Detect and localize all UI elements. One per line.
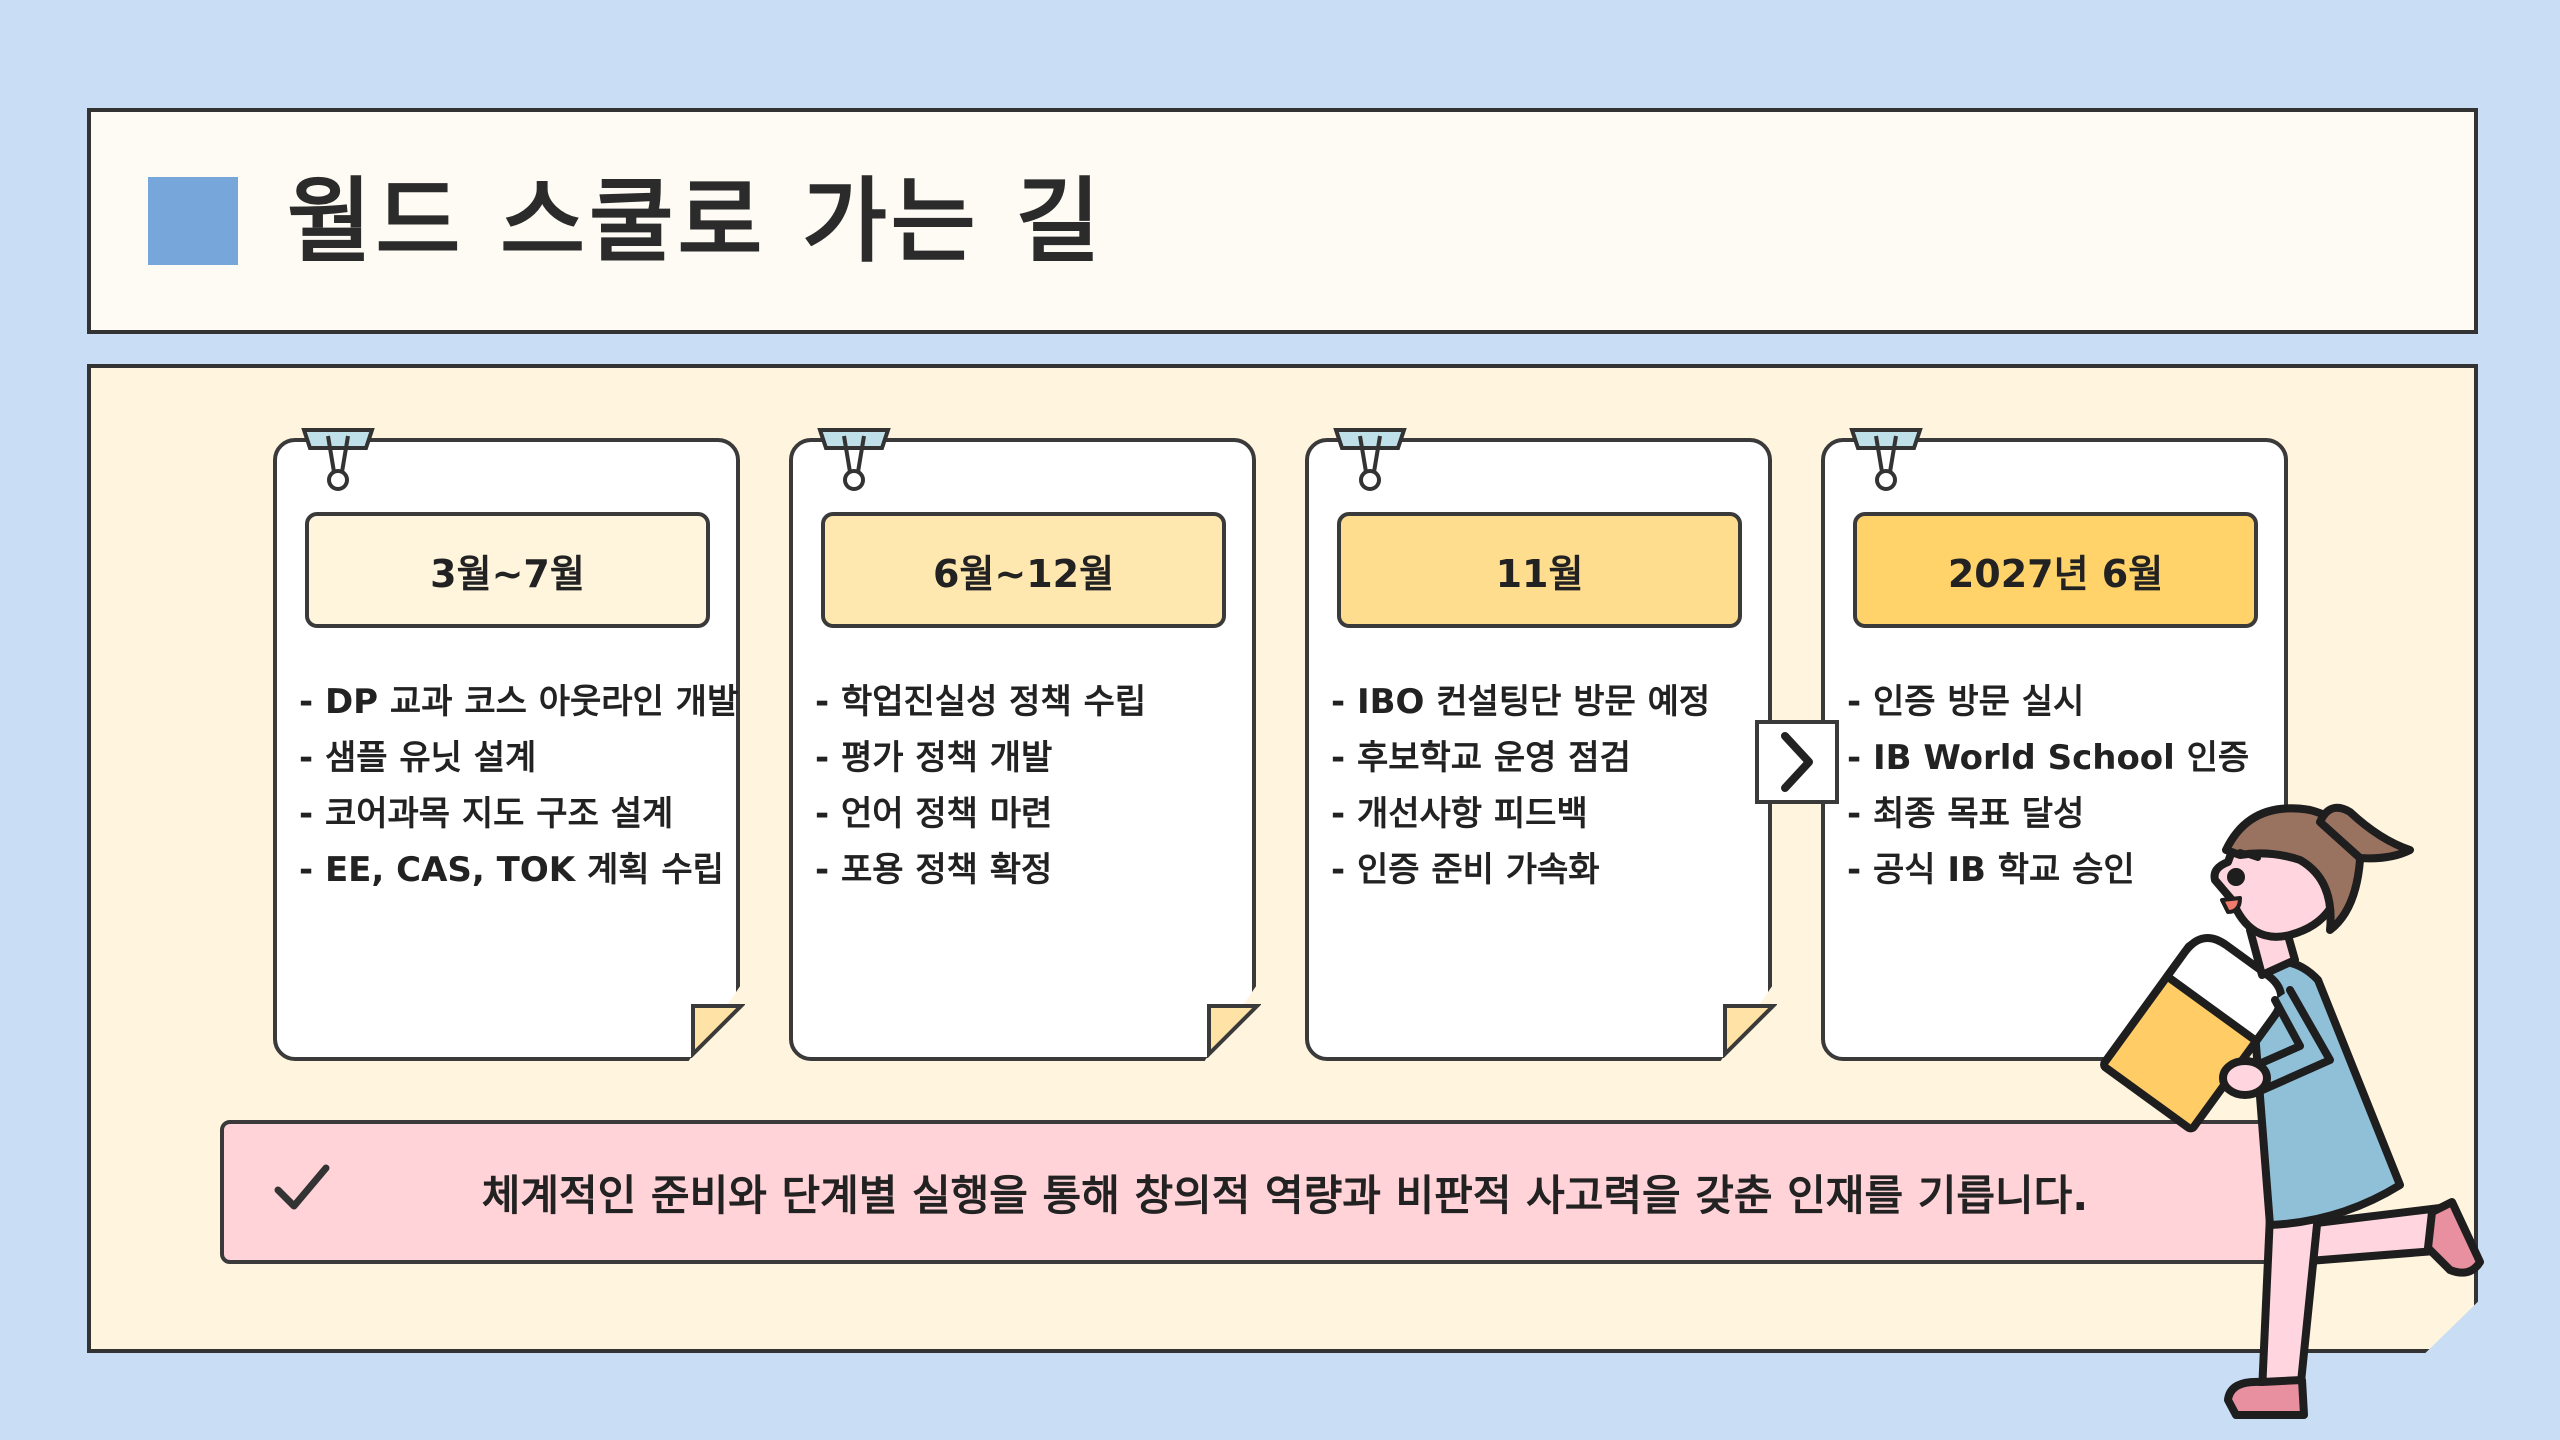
period-label: 3월~7월 bbox=[305, 512, 710, 628]
task-item: - 후보학교 운영 점검 bbox=[1331, 738, 1631, 778]
task-item: - 인증 준비 가속화 bbox=[1331, 850, 1600, 890]
task-item: - EE, CAS, TOK 계획 수립 bbox=[299, 850, 724, 890]
timeline-card: 2027년 6월- 인증 방문 실시- IB World School 인증- … bbox=[1821, 438, 2288, 1061]
timeline-card: 11월 - IBO 컨설팅단 방문 예정 - 후보학교 운영 점검 - 개선사항 피드… bbox=[1305, 438, 1772, 1061]
task-item: - 최종 목표 달성 bbox=[1847, 794, 2085, 834]
task-item: - IB World School 인증 bbox=[1847, 738, 2250, 778]
task-item: - 학업진실성 정책 수립 bbox=[815, 682, 1147, 722]
page-title: 월드 스쿨로 가는 길 bbox=[287, 168, 1105, 275]
task-item: - DP 교과 코스 아웃라인 개발 bbox=[299, 682, 739, 722]
chevron-right-icon bbox=[1781, 732, 1813, 792]
summary-text: 체계적인 준비와 단계별 실행을 통해 창의적 역량과 비판적 사고력을 갖춘 … bbox=[481, 1170, 2089, 1220]
task-list: - DP 교과 코스 아웃라인 개발 - 샘플 유닛 설계 - 코어과목 지도 구조… bbox=[299, 674, 738, 898]
task-list: - 인증 방문 실시 - IB World School 인증 - 최종 목표 달성… bbox=[1847, 674, 2249, 898]
task-item: - IBO 컨설팅단 방문 예정 bbox=[1331, 682, 1711, 722]
timeline-card: 3월~7월 - DP 교과 코스 아웃라인 개발 - 샘플 유닛 설계 - 코어과목 … bbox=[273, 438, 740, 1061]
task-list: - 학업진실성 정책 수립 - 평가 정책 개발 - 언어 정책 마련 - 포용 정책… bbox=[815, 674, 1146, 898]
binder-clip-icon bbox=[1849, 428, 1923, 491]
card-fold-corner bbox=[1723, 1004, 1777, 1058]
task-item: - 포용 정책 확정 bbox=[815, 850, 1053, 890]
task-item: - 코어과목 지도 구조 설계 bbox=[299, 794, 674, 834]
period-label: 2027년 6월 bbox=[1853, 512, 2258, 628]
task-item: - 평가 정책 개발 bbox=[815, 738, 1053, 778]
next-arrow-button bbox=[1755, 720, 1839, 804]
task-item: - 언어 정책 마련 bbox=[815, 794, 1053, 834]
task-item: - 공식 IB 학교 승인 bbox=[1847, 850, 2135, 890]
card-fold-corner bbox=[691, 1004, 745, 1058]
card-fold-corner bbox=[1207, 1004, 1261, 1058]
task-item: - 샘플 유닛 설계 bbox=[299, 738, 537, 778]
task-item: - 개선사항 피드백 bbox=[1331, 794, 1588, 834]
title-square-icon bbox=[148, 177, 238, 265]
binder-clip-icon bbox=[1333, 428, 1407, 491]
timeline-card: 6월~12월- 학업진실성 정책 수립- 평가 정책 개발- 언어 정책 마련-… bbox=[789, 438, 1256, 1061]
check-icon bbox=[274, 1164, 330, 1210]
period-label: 11월 bbox=[1337, 512, 1742, 628]
summary-banner: 체계적인 준비와 단계별 실행을 통해 창의적 역량과 비판적 사고력을 갖춘 … bbox=[220, 1120, 2290, 1264]
binder-clip-icon bbox=[817, 428, 891, 491]
task-list: - IBO 컨설팅단 방문 예정 - 후보학교 운영 점검 - 개선사항 피드백 - … bbox=[1331, 674, 1710, 898]
period-label: 6월~12월 bbox=[821, 512, 1226, 628]
task-item: - 인증 방문 실시 bbox=[1847, 682, 2085, 722]
binder-clip-icon bbox=[301, 428, 375, 491]
title-header: 월드 스쿨로 가는 길 bbox=[87, 108, 2478, 334]
